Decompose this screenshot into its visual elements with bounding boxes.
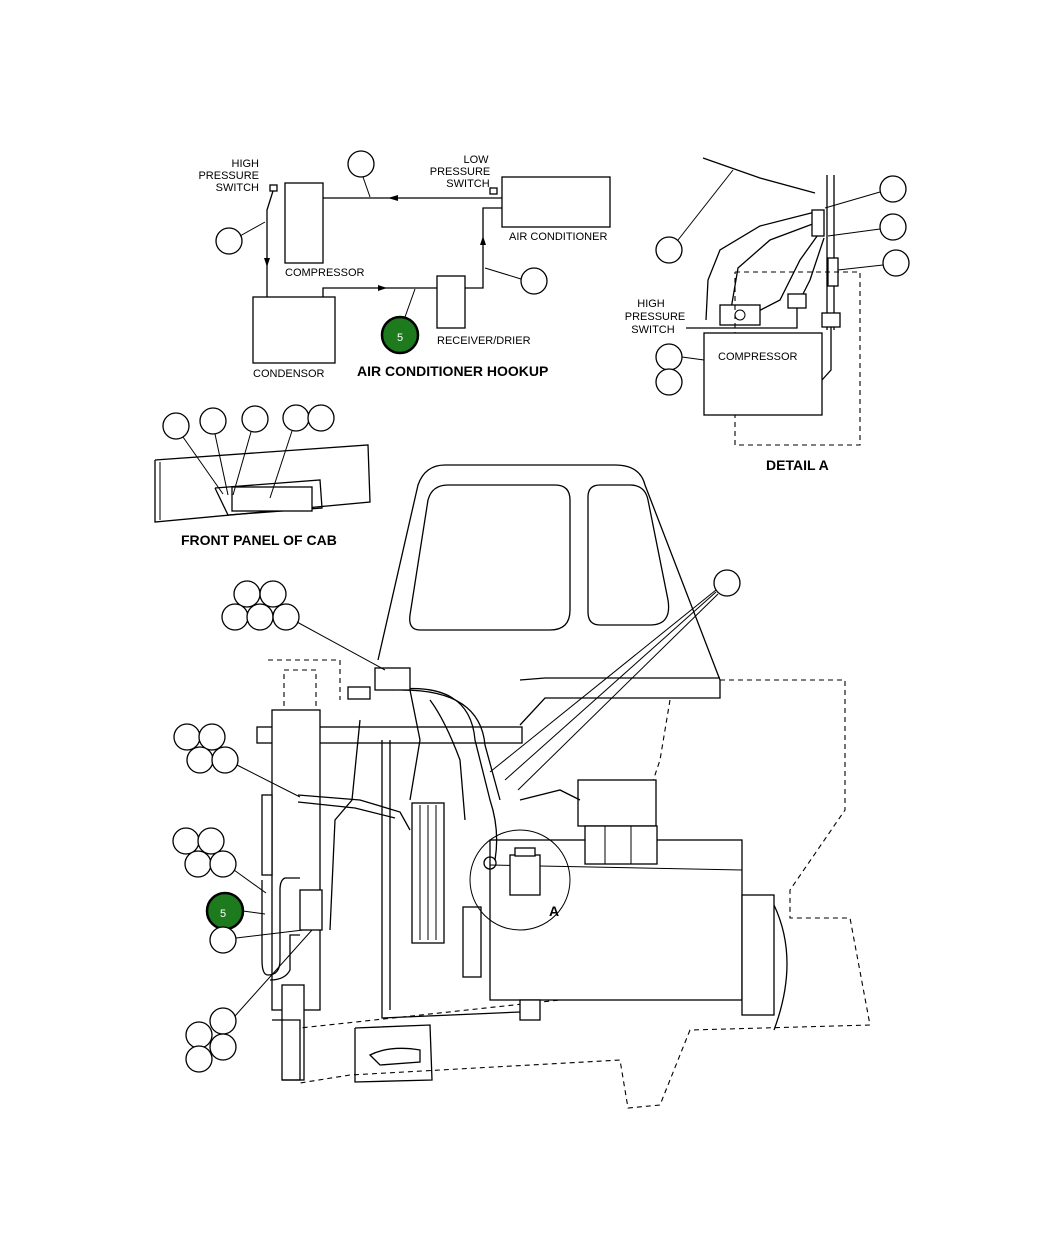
hookup-compressor-label: COMPRESSOR — [285, 267, 365, 279]
detail-a-title: DETAIL A — [766, 457, 829, 473]
hookup-hps-label-2: PRESSURE — [198, 170, 259, 182]
detail-hps-label-2: PRESSURE — [625, 311, 686, 323]
compressor-box — [284, 182, 324, 264]
detail-compressor-box — [703, 332, 823, 416]
front-panel: FRONT PANEL OF CAB — [154, 404, 371, 548]
detail-compressor-label: COMPRESSOR — [718, 351, 798, 363]
highlighted-callout-main-label: 5 — [220, 908, 226, 920]
highlighted-callout-hookup-label: 5 — [397, 332, 403, 344]
hookup-schematic: 5 HIGH PRESSURE SWITCH LOW PRESSURE SWIT… — [198, 150, 611, 380]
condensor-box — [252, 296, 336, 364]
hookup-hps-label-3: SWITCH — [216, 182, 259, 194]
air-conditioner-box — [501, 176, 611, 228]
hookup-lps-label-1: LOW — [463, 154, 489, 166]
hookup-title: AIR CONDITIONER HOOKUP — [357, 363, 548, 379]
front-panel-title: FRONT PANEL OF CAB — [181, 532, 337, 548]
detail-a-marker: A — [549, 903, 559, 919]
main-view: 5 A — [172, 464, 871, 1109]
hookup-condensor-label: CONDENSOR — [253, 368, 325, 380]
hookup-hps-label-1: HIGH — [232, 158, 260, 170]
hookup-receiver-drier-label: RECEIVER/DRIER — [437, 335, 531, 347]
hookup-air-conditioner-label: AIR CONDITIONER — [509, 231, 607, 243]
highlighted-callout-hookup[interactable] — [380, 315, 420, 355]
detail-hps-label-1: HIGH — [637, 298, 665, 310]
hookup-lps-label-3: SWITCH — [446, 178, 489, 190]
hookup-lps-label-2: PRESSURE — [430, 166, 491, 178]
detail-hps-label-3: SWITCH — [631, 324, 674, 336]
detail-a: HIGH PRESSURE SWITCH COMPRESSOR DETAIL A — [625, 157, 910, 473]
receiver-drier-box — [436, 275, 466, 329]
